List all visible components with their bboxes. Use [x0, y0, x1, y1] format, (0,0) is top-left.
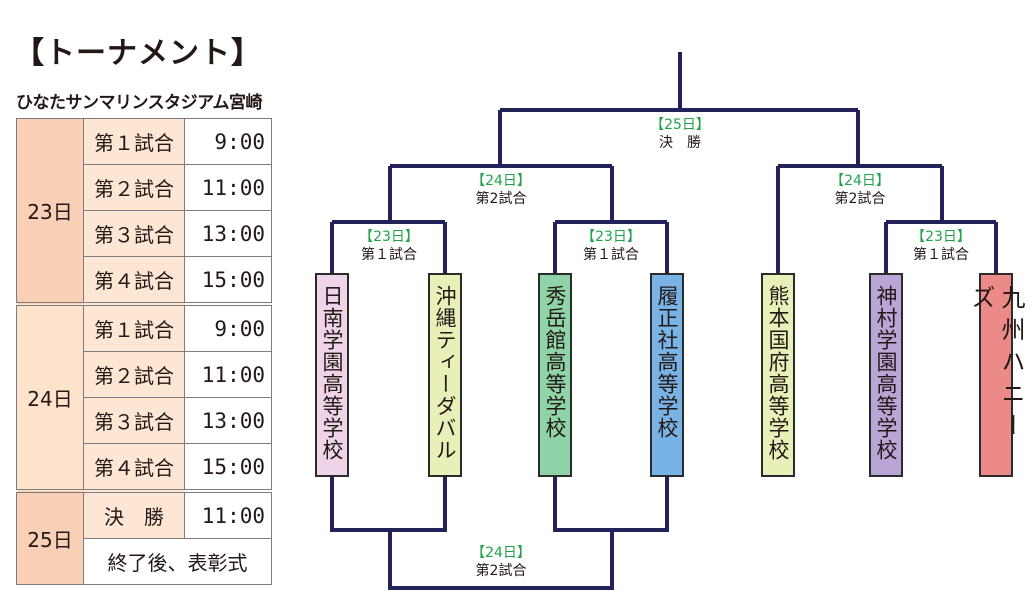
team-box: 日南学園高等学校 — [315, 273, 349, 477]
semi-left-date: 【24日】 — [471, 173, 531, 189]
game-cell: 第１試合 — [83, 118, 185, 165]
time-cell: 11:00 — [184, 164, 272, 211]
team-box: 九州ハニーズ — [967, 273, 1025, 477]
final-line — [498, 52, 860, 166]
venue-name: ひなたサンマリンスタジアム宮崎 — [16, 93, 262, 113]
r1-c-date: 【23日】 — [911, 229, 971, 245]
r1-a-label: 【23日】 第１試合 — [329, 228, 449, 264]
table-row: 第４試合 15:00 — [17, 443, 272, 492]
time-cell: 9:00 — [184, 118, 272, 165]
final-label: 【25日】 決 勝 — [620, 116, 740, 152]
team-box: 履正社高等学校 — [650, 273, 684, 477]
team-box: 熊本国府高等学校 — [761, 273, 795, 477]
bottom-line — [330, 477, 669, 590]
game-cell: 第４試合 — [83, 443, 185, 492]
time-cell: 13:00 — [184, 210, 272, 257]
page-title: 【トーナメント】 — [14, 36, 262, 71]
r1-c-label: 【23日】 第１試合 — [881, 228, 1001, 264]
ceremony-cell: 終了後、表彰式 — [83, 538, 272, 585]
semi-left-label: 【24日】 第2試合 — [441, 172, 561, 208]
bottom-label: 【24日】 第2試合 — [441, 544, 561, 580]
game-cell: 第３試合 — [83, 210, 185, 257]
bottom-date: 【24日】 — [471, 545, 531, 561]
time-cell: 11:00 — [184, 351, 272, 398]
table-row: 第４試合 15:00 — [17, 256, 272, 305]
day-25-cell: 25日 — [16, 489, 84, 585]
time-cell: 15:00 — [184, 256, 272, 305]
game-cell: 第３試合 — [83, 397, 185, 444]
team-box: 沖縄ティーダバル — [428, 273, 462, 477]
table-row: 第２試合 11:00 — [17, 164, 272, 211]
semi-right-game: 第2試合 — [834, 191, 886, 207]
final-date: 【25日】 — [650, 117, 710, 133]
final-time-cell: 11:00 — [184, 489, 272, 539]
game-cell: 第１試合 — [83, 302, 185, 352]
r1-b-label: 【23日】 第１試合 — [551, 228, 671, 264]
semi-right-label: 【24日】 第2試合 — [800, 172, 920, 208]
table-row: 第３試合 13:00 — [17, 210, 272, 257]
r1-b-game: 第１試合 — [583, 247, 639, 263]
r1-a-game: 第１試合 — [361, 247, 417, 263]
semi-right-date: 【24日】 — [830, 173, 890, 189]
table-row: 24日 第１試合 9:00 — [16, 302, 272, 492]
final-game: 決 勝 — [659, 135, 701, 151]
game-cell: 第４試合 — [83, 256, 185, 305]
schedule-table: 23日 第１試合 9:00 第２試合 11:00 第３試合 13:00 第４試合… — [16, 118, 272, 585]
team-box: 神村学園高等学校 — [869, 273, 903, 477]
r1-c-line — [884, 220, 998, 275]
semi-right-line — [776, 164, 944, 275]
day-24-cell: 24日 — [16, 302, 84, 492]
time-cell: 15:00 — [184, 443, 272, 492]
r1-b-line — [553, 220, 669, 275]
team-box: 秀岳館高等学校 — [538, 273, 572, 477]
r1-a-date: 【23日】 — [359, 229, 419, 245]
r1-b-date: 【23日】 — [581, 229, 641, 245]
table-row: 23日 第１試合 9:00 — [16, 118, 272, 305]
time-cell: 13:00 — [184, 397, 272, 444]
semi-left-line — [388, 164, 614, 222]
table-row: 終了後、表彰式 — [17, 538, 272, 585]
r1-a-line — [330, 220, 447, 275]
time-cell: 9:00 — [184, 302, 272, 352]
day-23-cell: 23日 — [16, 118, 84, 305]
r1-c-game: 第１試合 — [913, 247, 969, 263]
table-row: 第３試合 13:00 — [17, 397, 272, 444]
semi-left-game: 第2試合 — [475, 191, 527, 207]
game-cell: 第２試合 — [83, 164, 185, 211]
table-row: 第２試合 11:00 — [17, 351, 272, 398]
bottom-game: 第2試合 — [475, 563, 527, 579]
